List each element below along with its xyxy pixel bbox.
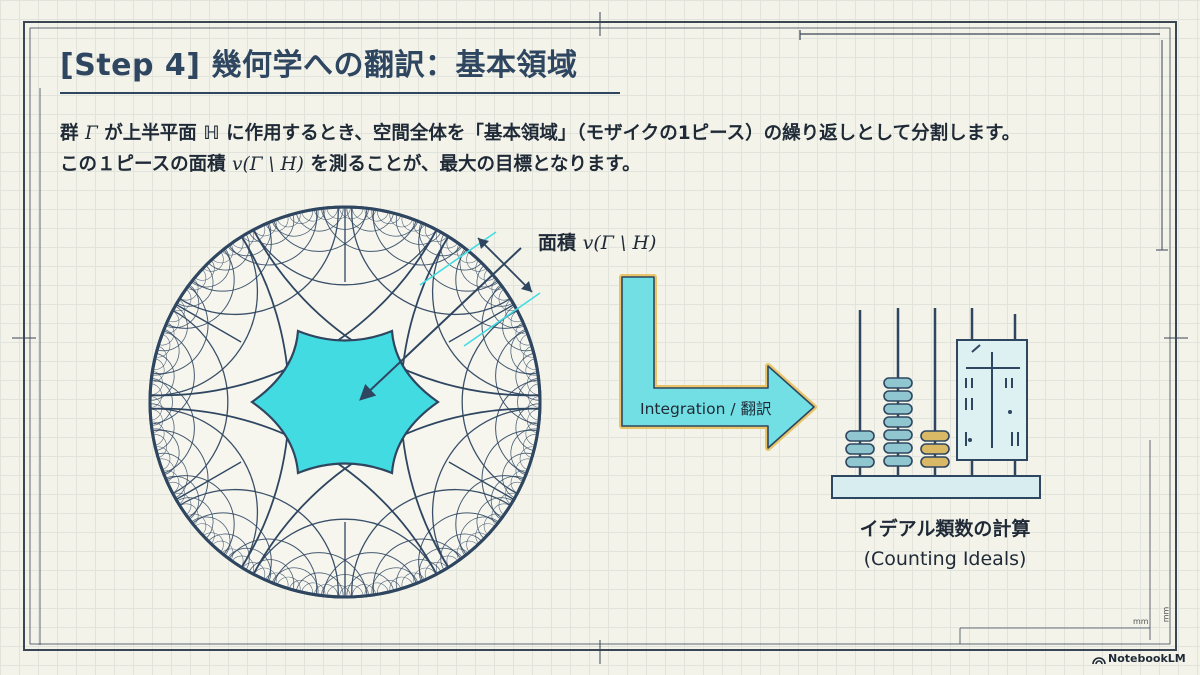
area-callout (359, 231, 541, 401)
notebooklm-brand: NotebookLM (1108, 652, 1186, 665)
area-label-formula: v(Γ \ H) (582, 232, 657, 254)
notebooklm-logo-icon (1092, 657, 1106, 665)
abacus-icon (831, 308, 1041, 499)
page-title: [Step 4] 幾何学への翻訳：基本領域 (60, 48, 578, 83)
description-line-2: この１ピースの面積 v(Γ \ H) を測ることが、最大の目標となります。 (60, 154, 641, 175)
area-formula: v(Γ \ H) (232, 154, 304, 175)
h-blackboard-symbol: ℍ (203, 123, 220, 144)
gamma-symbol: Γ (84, 123, 98, 144)
unit-label-horizontal: mm (1133, 617, 1149, 626)
area-label: 面積 v(Γ \ H) (538, 232, 657, 254)
fundamental-domain (250, 329, 440, 475)
arrow-label: Integration / 翻訳 (640, 400, 772, 418)
counting-subtitle: (Counting Ideals) (863, 548, 1027, 570)
title-underline (60, 92, 620, 94)
unit-label-vertical: mm (1161, 606, 1171, 623)
integration-arrow (619, 274, 817, 451)
counting-label: イデアル類数の計算 (Counting Ideals) (830, 514, 1060, 574)
description-text: 群 Γ が上半平面 ℍ に作用するとき、空間全体を「基本領域」（モザイクの1ピー… (60, 118, 1160, 180)
poincare-disk (148, 205, 542, 599)
counting-title: イデアル類数の計算 (859, 518, 1031, 540)
title-block: [Step 4] 幾何学への翻訳：基本領域 (60, 40, 620, 94)
description-line-1: 群 Γ が上半平面 ℍ に作用するとき、空間全体を「基本領域」（モザイクの1ピー… (60, 123, 1021, 144)
